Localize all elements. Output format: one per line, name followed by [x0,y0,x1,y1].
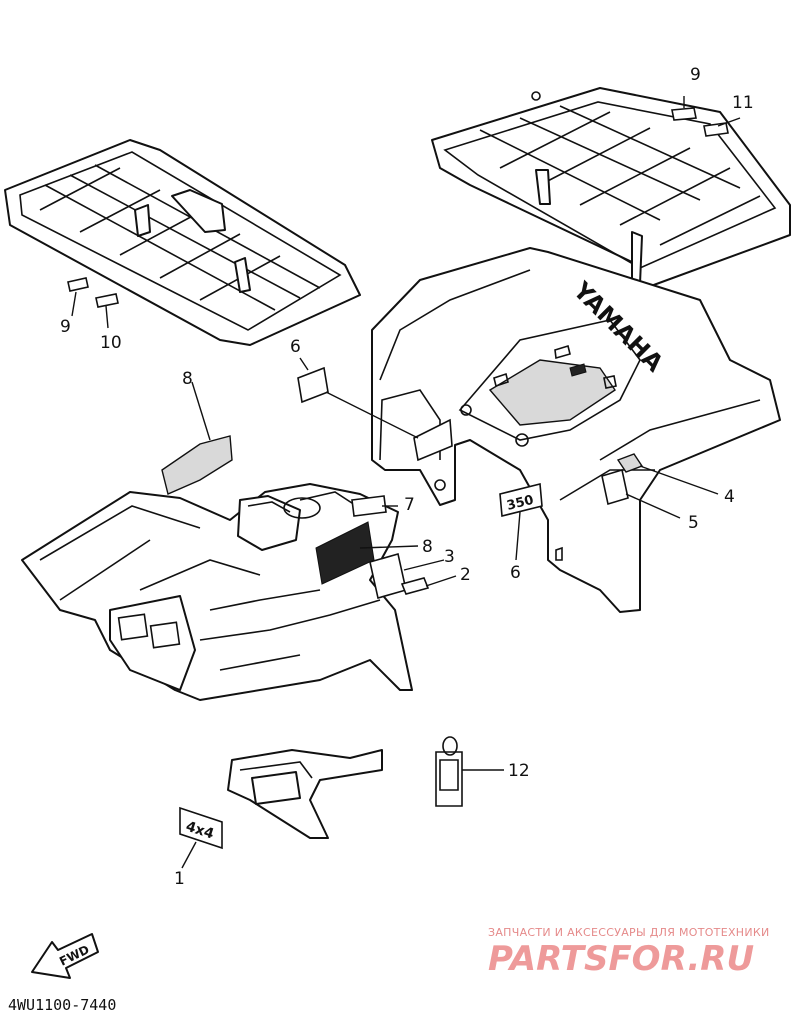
decal-10 [95,293,119,308]
callout-6-upper: 6 [290,337,301,357]
callout-8-lower: 8 [422,537,433,557]
decal-350-text: 350 [505,493,535,514]
callout-10: 10 [100,333,122,353]
tag-12 [435,736,463,807]
fwd-arrow: FWD [31,933,99,979]
decal-4x4: 4x4 [179,806,223,850]
callout-11: 11 [732,93,754,113]
decal-7 [351,495,387,517]
decal-9-front [67,277,89,292]
callout-9-front: 9 [60,317,71,337]
decal-6-on-fender [413,418,453,462]
leader-lines [71,96,741,869]
watermark-caption: ЗАПЧАСТИ И АКСЕССУАРЫ ДЛЯ МОТОТЕХНИКИ [488,926,770,939]
callout-1: 1 [174,869,185,889]
decal-9-rear [671,107,697,121]
decal-8-upper [161,435,233,495]
decal-6-upper [297,366,329,404]
decal-2 [400,577,430,595]
diagram-code: 4WU1100-7440 [8,996,116,1014]
decal-11 [703,122,729,137]
callout-9-rear: 9 [690,65,701,85]
decal-350: 350 [499,482,543,518]
front-panel [227,749,383,839]
callout-5: 5 [688,513,699,533]
callouts: 9 11 9 10 6 8 7 8 3 2 4 5 6 12 1 [60,65,754,889]
callout-7: 7 [404,495,415,515]
rear-carrier-rack [431,87,791,291]
decal-5 [601,468,629,506]
callout-12: 12 [508,761,530,781]
callout-2: 2 [460,565,471,585]
front-fender [21,483,413,701]
front-carrier-rack [4,139,361,346]
callout-3: 3 [444,547,455,567]
watermark: ЗАПЧАСТИ И АКСЕССУАРЫ ДЛЯ МОТОТЕХНИКИ PA… [488,926,770,979]
rear-fender: YAMAHA [371,247,781,613]
callout-8-upper: 8 [182,369,193,389]
watermark-logo: PARTSFOR.RU [488,939,754,979]
callout-6-lower: 6 [510,563,521,583]
callout-4: 4 [724,487,735,507]
